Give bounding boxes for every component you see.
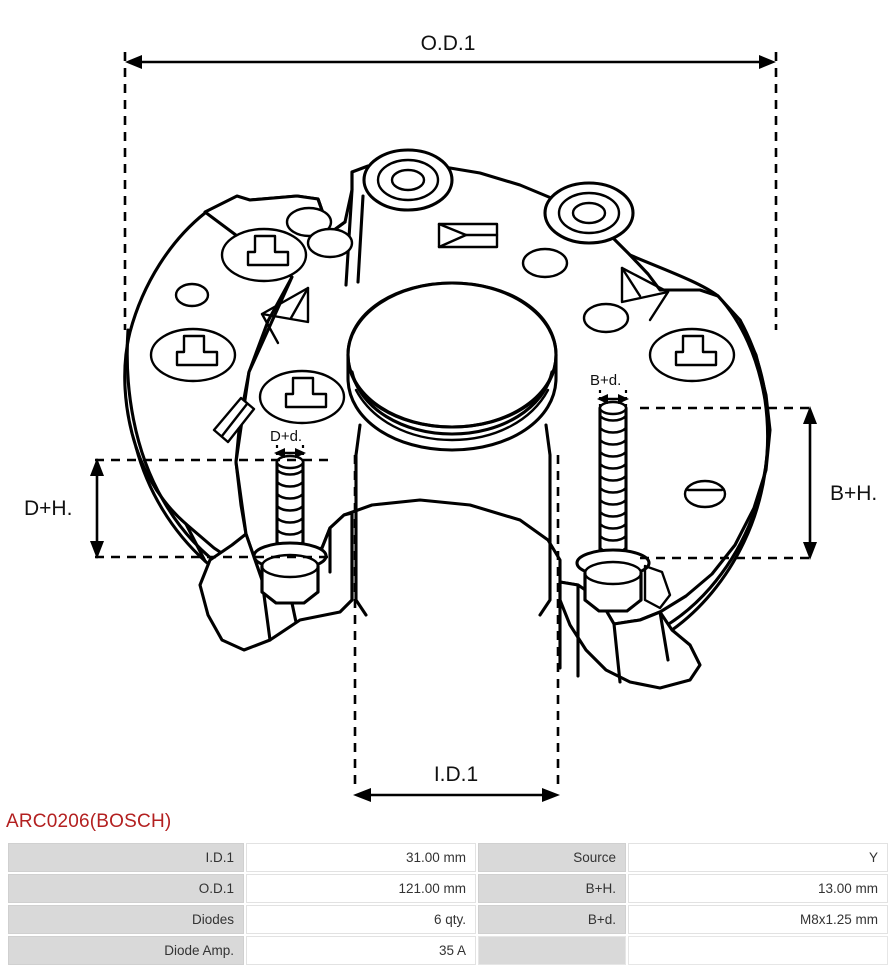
spec-label: O.D.1 [8,874,244,903]
spec-label: I.D.1 [8,843,244,872]
diode-arrow-left [260,286,310,345]
spec-value-empty [628,936,888,965]
od1-label: O.D.1 [421,32,476,55]
diode-slot-top [437,222,499,249]
bh-label: B+H. [830,482,877,505]
id1-dimension [353,455,560,802]
mounting-boss-top-left [362,148,454,212]
dd-dimension [274,445,306,466]
diode-boss-mid-left [149,327,237,383]
dh-dimension [90,458,330,559]
vent-hole-4 [521,247,569,279]
spec-value: M8x1.25 mm [628,905,888,934]
rectifier-body [123,148,772,690]
spec-label: Source [478,843,626,872]
mounting-boss-top-right [543,181,635,245]
spec-value: 31.00 mm [246,843,476,872]
table-row: O.D.1 121.00 mm B+H. 13.00 mm [8,874,888,903]
spec-label-empty [478,936,626,965]
spec-label: Diodes [8,905,244,934]
center-hub [346,281,558,452]
diode-boss-right [648,327,736,383]
spec-label: B+d. [478,905,626,934]
vent-hole-1 [285,206,333,238]
spec-label: Diode Amp. [8,936,244,965]
bd-label: B+d. [590,372,621,389]
vent-hole-3 [174,282,210,308]
spec-value: 13.00 mm [628,874,888,903]
vent-hole-5 [582,302,630,334]
diode-boss-upper-left [220,227,308,283]
bh-dimension [640,406,817,560]
table-row: Diodes 6 qty. B+d. M8x1.25 mm [8,905,888,934]
technical-drawing: O.D.1 [24,32,877,802]
spec-value: 35 A [246,936,476,965]
spec-value: 6 qty. [246,905,476,934]
bd-dimension [597,390,629,412]
spec-label: B+H. [478,874,626,903]
table-row: Diode Amp. 35 A [8,936,888,965]
diode-boss-lower-left [258,369,346,425]
dh-label: D+H. [24,497,72,520]
diode-slot-left [212,396,256,444]
spec-value: Y [628,843,888,872]
right-terminal-stud [575,400,651,613]
vent-hole-2 [306,227,354,259]
spec-value: 121.00 mm [246,874,476,903]
diode-arrow-right [620,266,670,322]
dd-label: D+d. [270,428,302,445]
id1-label: I.D.1 [434,763,478,786]
table-row: I.D.1 31.00 mm Source Y [8,843,888,872]
specification-table: I.D.1 31.00 mm Source Y O.D.1 121.00 mm … [6,841,890,967]
od1-dimension [123,52,778,330]
part-title: ARC0206(BOSCH) [6,811,172,832]
vent-hole-6 [683,479,727,509]
